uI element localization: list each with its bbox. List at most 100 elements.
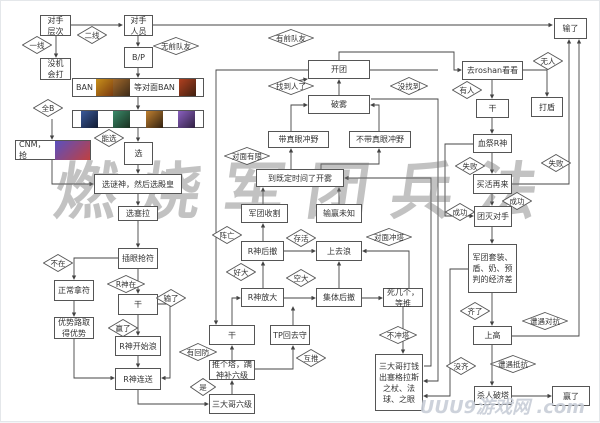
condition-good-ult: 好大: [226, 263, 256, 281]
condition-label: 阵亡: [219, 230, 235, 240]
node-cnm-grab: CNM，抢: [15, 140, 91, 160]
condition-label: 一线: [29, 40, 45, 50]
condition-defend-back: 有回防: [179, 343, 217, 361]
condition-label: 无前队友: [161, 41, 191, 51]
condition-label: 无人: [540, 56, 556, 66]
node-normal-rune: 正常拿符: [54, 280, 94, 301]
condition-label: 没找到: [397, 81, 421, 91]
node-fight-mid: 干: [209, 325, 255, 345]
condition-dead: 阵亡: [212, 226, 242, 244]
condition-label: 没齐: [453, 361, 469, 371]
condition-not-ready: 没齐: [446, 357, 476, 375]
condition-success2: 成功: [445, 203, 475, 221]
condition-label: 对面冲塔: [374, 232, 404, 242]
node-die-wait: 死几个，等推: [383, 288, 423, 308]
condition-label: 全B: [41, 103, 55, 113]
condition-success1: 成功: [502, 192, 532, 210]
node-opponent-members: 对手 人员: [124, 15, 153, 36]
condition-somebody: 有人: [452, 81, 482, 99]
node-farm-three: 三大哥打钱出塞格拉斯之杖、法球、之眼: [375, 354, 423, 411]
condition-label: 对面有限: [232, 151, 262, 161]
condition-all-ban: 全B: [33, 99, 63, 117]
condition-label: 有回防: [186, 347, 210, 357]
node-pick-first: 选谜神，然后选殿皇: [94, 174, 182, 194]
condition-fail2: 失败: [541, 154, 571, 172]
node-pick-sera: 选塞拉: [118, 206, 158, 221]
node-group-retreat: 集体后撤: [316, 288, 362, 307]
node-go-aggro: 上去浪: [316, 241, 362, 261]
condition-found: 找到人了: [268, 77, 314, 95]
condition-won-c: 赢了: [108, 319, 138, 337]
hero-portrait: [178, 110, 196, 128]
hero-portrait: [113, 110, 131, 128]
condition-label: 能选: [101, 133, 117, 143]
condition-lost-c: 输了: [156, 289, 186, 307]
node-tp-defend: TP回去守: [270, 325, 310, 345]
node-nogem-jungle: 不带真眼冲野: [349, 131, 411, 148]
node-legion-reap: 军团收割: [241, 204, 288, 223]
condition-nobody: 无人: [533, 52, 563, 70]
hero-portrait: [145, 110, 163, 128]
node-wipe: 团灭对手: [474, 206, 512, 227]
node-ward-rune: 插眼抢符: [118, 248, 158, 269]
hero-portrait: [178, 79, 196, 96]
node-bloodrite: 血祭R神: [473, 134, 512, 153]
node-gem-jungle: 带真眼冲野: [268, 131, 329, 148]
node-lane-advantage: 优势路取得优势: [54, 317, 94, 339]
condition-meet-resist: 遭遇抵抗: [490, 355, 536, 373]
hero-pick-row: [72, 110, 204, 128]
condition-label: 遭遇对抗: [530, 316, 560, 326]
condition-label: 成功: [452, 207, 468, 217]
condition-fail1: 失败: [455, 157, 485, 175]
node-no-chance: 没机 会打: [40, 58, 71, 80]
condition-label: 齐了: [467, 306, 483, 316]
node-shield: 打盾: [531, 97, 563, 117]
condition-label: 不在: [50, 258, 66, 268]
condition-label: 二线: [84, 30, 100, 40]
condition-label: 互推: [303, 353, 319, 363]
condition-no-dive: 不冲塔: [379, 326, 417, 344]
node-lost: 输了: [554, 18, 587, 39]
wait-ban-label: 等对面BAN: [133, 83, 175, 92]
condition-trade-push: 互推: [296, 349, 326, 367]
node-r-feed: R神连送: [115, 368, 161, 390]
condition-label: 失败: [462, 161, 478, 171]
hero-portrait: [55, 140, 90, 160]
condition-not-found: 没找到: [390, 77, 428, 95]
node-high-ground: 上高: [473, 326, 512, 345]
hero-portrait: [112, 79, 130, 96]
node-fight-left: 干: [118, 294, 158, 315]
condition-label: 找到人了: [276, 81, 306, 91]
condition-label: 不冲塔: [386, 330, 410, 340]
ban-row: BAN 等对面BAN: [72, 78, 204, 97]
node-unknown: 输赢未知: [316, 204, 362, 223]
condition-alive: 存活: [286, 229, 316, 247]
node-fight-right: 干: [476, 99, 509, 118]
condition-one-lane: 一线: [22, 36, 52, 54]
node-three-six: 三大哥六级: [209, 394, 255, 414]
node-roshan: 去roshan看看: [462, 61, 523, 80]
node-teamfight: 开团: [308, 60, 370, 79]
node-economy: 军团套装、盾、奶、预判的经济差: [468, 244, 517, 293]
condition-label: 空大: [293, 273, 309, 283]
condition-empty-ult: 空大: [286, 269, 316, 287]
node-break-fog: 破雾: [308, 95, 370, 114]
hero-portrait: [80, 110, 98, 128]
condition-label: 有人: [459, 85, 475, 95]
node-pick: 选: [124, 142, 153, 165]
condition-label: 赢了: [115, 323, 131, 333]
condition-label: 有前队友: [276, 33, 306, 43]
condition-label: R神在: [115, 279, 137, 289]
node-r-ult: R神放大: [241, 288, 284, 307]
condition-meet-fight: 遭遇对抗: [522, 312, 568, 330]
condition-label: 好大: [233, 267, 249, 277]
condition-enemy-dive: 对面冲塔: [366, 228, 412, 246]
condition-no-ex: 无前队友: [153, 37, 199, 55]
condition-label: 存活: [293, 233, 309, 243]
node-push-tower: 推个塔，蹒神补六级: [209, 360, 255, 380]
condition-enemy-limited: 对面有限: [224, 147, 270, 165]
node-buyback: 买活再来: [473, 174, 512, 194]
hero-portrait: [95, 79, 113, 96]
condition-ready: 齐了: [460, 302, 490, 320]
